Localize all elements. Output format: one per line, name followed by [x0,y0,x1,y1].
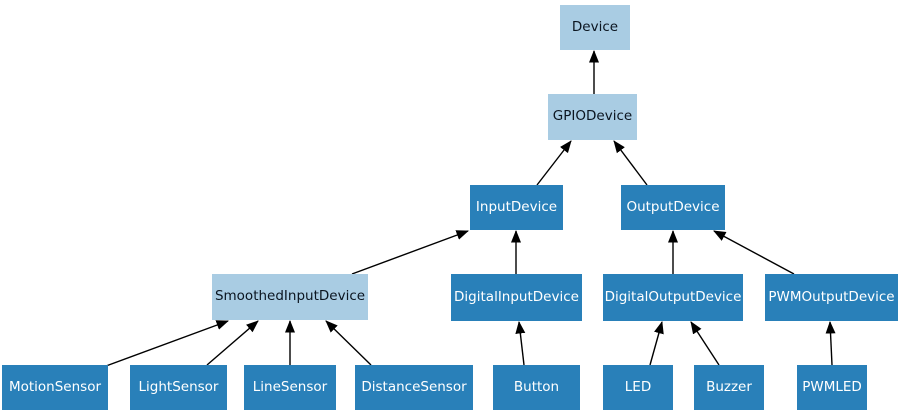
edge-button-to-digitalinputdevice [515,321,526,366]
edge-buzzer-to-digitaloutputdevice [690,321,720,366]
edge-lightsensor-to-smoothedinputdevice [206,320,259,366]
edge-pwmoutputdevice-to-outputdevice [713,230,795,275]
edge-distancesensor-to-smoothedinputdevice [325,320,372,366]
node-buzzer: Buzzer [694,365,764,410]
edge-outputdevice-to-gpiodevice [613,140,648,186]
node-pwmoutputdevice: PWMOutputDevice [765,274,898,321]
node-gpiodevice: GPIODevice [548,94,637,140]
edge-pwmled-to-pwmoutputdevice [825,321,836,366]
edge-motionsensor-to-smoothedinputdevice [105,320,229,367]
node-linesensor: LineSensor [244,365,336,410]
edge-smoothedinputdevice-to-inputdevice [351,230,469,275]
node-motionsensor: MotionSensor [2,365,108,410]
node-button: Button [493,365,580,410]
node-device: Device [560,5,630,50]
edge-led-to-digitaloutputdevice [649,321,664,366]
node-distancesensor: DistanceSensor [355,365,473,410]
node-led: LED [603,365,673,410]
node-lightsensor: LightSensor [130,365,227,410]
node-inputdevice: InputDevice [470,185,563,230]
node-smoothedinputdevice: SmoothedInputDevice [212,274,368,320]
edge-inputdevice-to-gpiodevice [536,140,572,186]
node-digitalinputdevice: DigitalInputDevice [451,274,582,321]
node-digitaloutputdevice: DigitalOutputDevice [603,274,743,321]
node-outputdevice: OutputDevice [621,185,725,230]
node-pwmled: PWMLED [797,365,867,410]
